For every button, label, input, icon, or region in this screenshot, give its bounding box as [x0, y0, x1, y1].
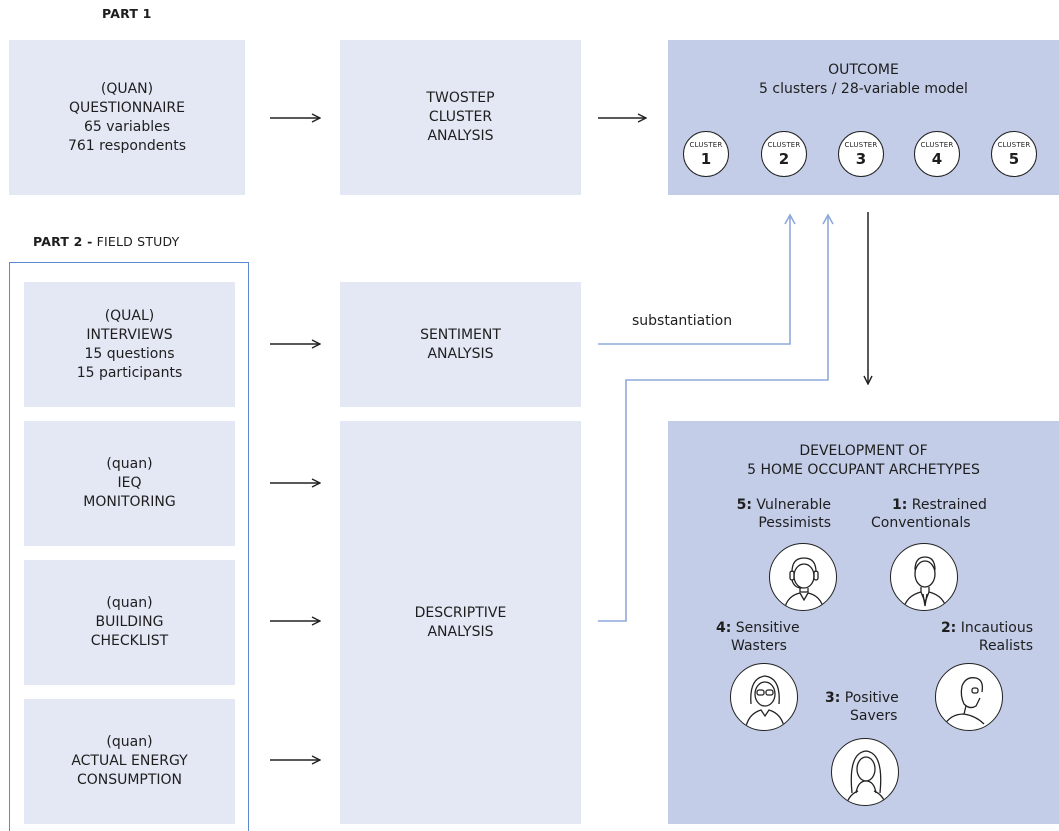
sentiment-box: SENTIMENT ANALYSIS [340, 282, 581, 407]
box-line: 761 respondents [67, 137, 186, 154]
archetype-label-5: 5: Vulnerable Pessimists [735, 496, 831, 532]
box-line: DESCRIPTIVE [414, 604, 507, 621]
cluster-label: CLUSTER [689, 141, 723, 149]
archetype-name-2: Wasters [731, 638, 787, 654]
archetype-label-4: 4: Sensitive Wasters [716, 619, 806, 655]
long-hair-woman-svg [845, 750, 887, 805]
glasses-woman-svg [744, 675, 786, 730]
headset-person-svg [783, 557, 825, 610]
archetype-name-1: Vulnerable [751, 497, 831, 513]
cluster-3: CLUSTER 3 [838, 131, 884, 177]
long-hair-woman-icon [831, 738, 899, 806]
box-line: ANALYSIS [427, 345, 494, 362]
box-line: 65 variables [83, 118, 171, 135]
box-line: (QUAN) [100, 80, 154, 97]
suited-man-icon [890, 543, 958, 611]
box-line: (quan) [106, 456, 153, 472]
archetype-label-1: 1: Restrained Conventionals [871, 496, 1011, 532]
ieq-box: (quan) IEQ MONITORING [24, 421, 235, 546]
archetype-name-1: Positive [840, 690, 899, 706]
connector-sentiment-to-outcome [598, 213, 796, 345]
archetype-name-1: Sensitive [731, 620, 800, 636]
cluster-number: 2 [778, 150, 790, 168]
archetype-name-1: Restrained [907, 497, 987, 513]
cluster-1: CLUSTER 1 [683, 131, 729, 177]
box-line: SENTIMENT [420, 326, 501, 343]
twostep-box: TWOSTEP CLUSTER ANALYSIS [340, 40, 581, 195]
box-line: 15 questions [84, 345, 175, 362]
archetype-name-2: Pessimists [758, 515, 831, 531]
archetype-number: 3: [825, 690, 841, 706]
headset-person-icon [769, 543, 837, 611]
archetype-name-1: Incautious [956, 620, 1033, 636]
part2-label: PART 2 - FIELD STUDY [33, 234, 179, 249]
part1-label: PART 1 [102, 6, 152, 21]
outcome-subtitle: 5 clusters / 28-variable model [759, 81, 968, 97]
cluster-number: 3 [855, 150, 867, 168]
box-line: ACTUAL ENERGY [71, 753, 188, 769]
box-line: ANALYSIS [427, 623, 494, 640]
glasses-woman-icon [730, 663, 798, 731]
archetype-number: 4: [716, 620, 732, 636]
profile-man-svg [943, 677, 985, 727]
archetype-name-2: Realists [978, 638, 1033, 654]
box-line: (QUAL) [104, 307, 155, 324]
box-line: QUESTIONNAIRE [69, 99, 185, 116]
archetype-number: 1: [892, 497, 908, 513]
archetype-label-2: 2: Incautious Realists [923, 619, 1033, 655]
development-title-1: DEVELOPMENT OF [799, 443, 928, 459]
archetype-number: 5: [736, 497, 752, 513]
cluster-number: 1 [700, 150, 712, 168]
cluster-2: CLUSTER 2 [761, 131, 807, 177]
questionnaire-box: (QUAN) QUESTIONNAIRE 65 variables 761 re… [9, 40, 245, 195]
substantiation-label: substantiation [632, 313, 733, 329]
field-study-frame [9, 262, 249, 831]
development-title-2: 5 HOME OCCUPANT ARCHETYPES [747, 462, 980, 478]
cluster-4: CLUSTER 4 [914, 131, 960, 177]
energy-box: (quan) ACTUAL ENERGY CONSUMPTION [24, 699, 235, 824]
box-line: INTERVIEWS [86, 326, 173, 343]
box-line: CLUSTER [428, 109, 493, 125]
building-box: (quan) BUILDING CHECKLIST [24, 560, 235, 685]
box-line: CONSUMPTION [76, 772, 183, 788]
box-line: (quan) [106, 595, 153, 611]
box-line: 15 participants [76, 364, 183, 381]
interviews-box: (QUAL) INTERVIEWS 15 questions 15 partic… [24, 282, 235, 407]
suited-man-svg [902, 556, 948, 610]
box-line: IEQ [117, 475, 142, 491]
archetype-number: 2: [940, 620, 957, 636]
connector-descriptive-to-outcome [598, 213, 834, 622]
cluster-label: CLUSTER [767, 141, 801, 149]
box-line: TWOSTEP [426, 90, 495, 106]
box-line: CHECKLIST [90, 633, 169, 649]
descriptive-box: DESCRIPTIVE ANALYSIS [340, 421, 581, 824]
cluster-number: 5 [1008, 150, 1020, 168]
archetype-name-2: Conventionals [871, 515, 971, 531]
box-line: ANALYSIS [427, 128, 494, 144]
box-line: (quan) [106, 734, 153, 750]
archetype-name-2: Savers [850, 708, 898, 724]
outcome-title: OUTCOME [828, 62, 899, 78]
cluster-label: CLUSTER [844, 141, 878, 149]
box-line: MONITORING [83, 494, 176, 510]
cluster-label: CLUSTER [920, 141, 954, 149]
part2-label-bold: PART 2 - [33, 234, 93, 249]
archetype-label-3: 3: Positive Savers [825, 689, 915, 725]
cluster-5: CLUSTER 5 [991, 131, 1037, 177]
cluster-number: 4 [931, 150, 943, 168]
box-line: BUILDING [95, 614, 164, 630]
part2-label-rest: FIELD STUDY [92, 234, 180, 249]
profile-man-icon [935, 663, 1003, 731]
cluster-label: CLUSTER [997, 141, 1031, 149]
